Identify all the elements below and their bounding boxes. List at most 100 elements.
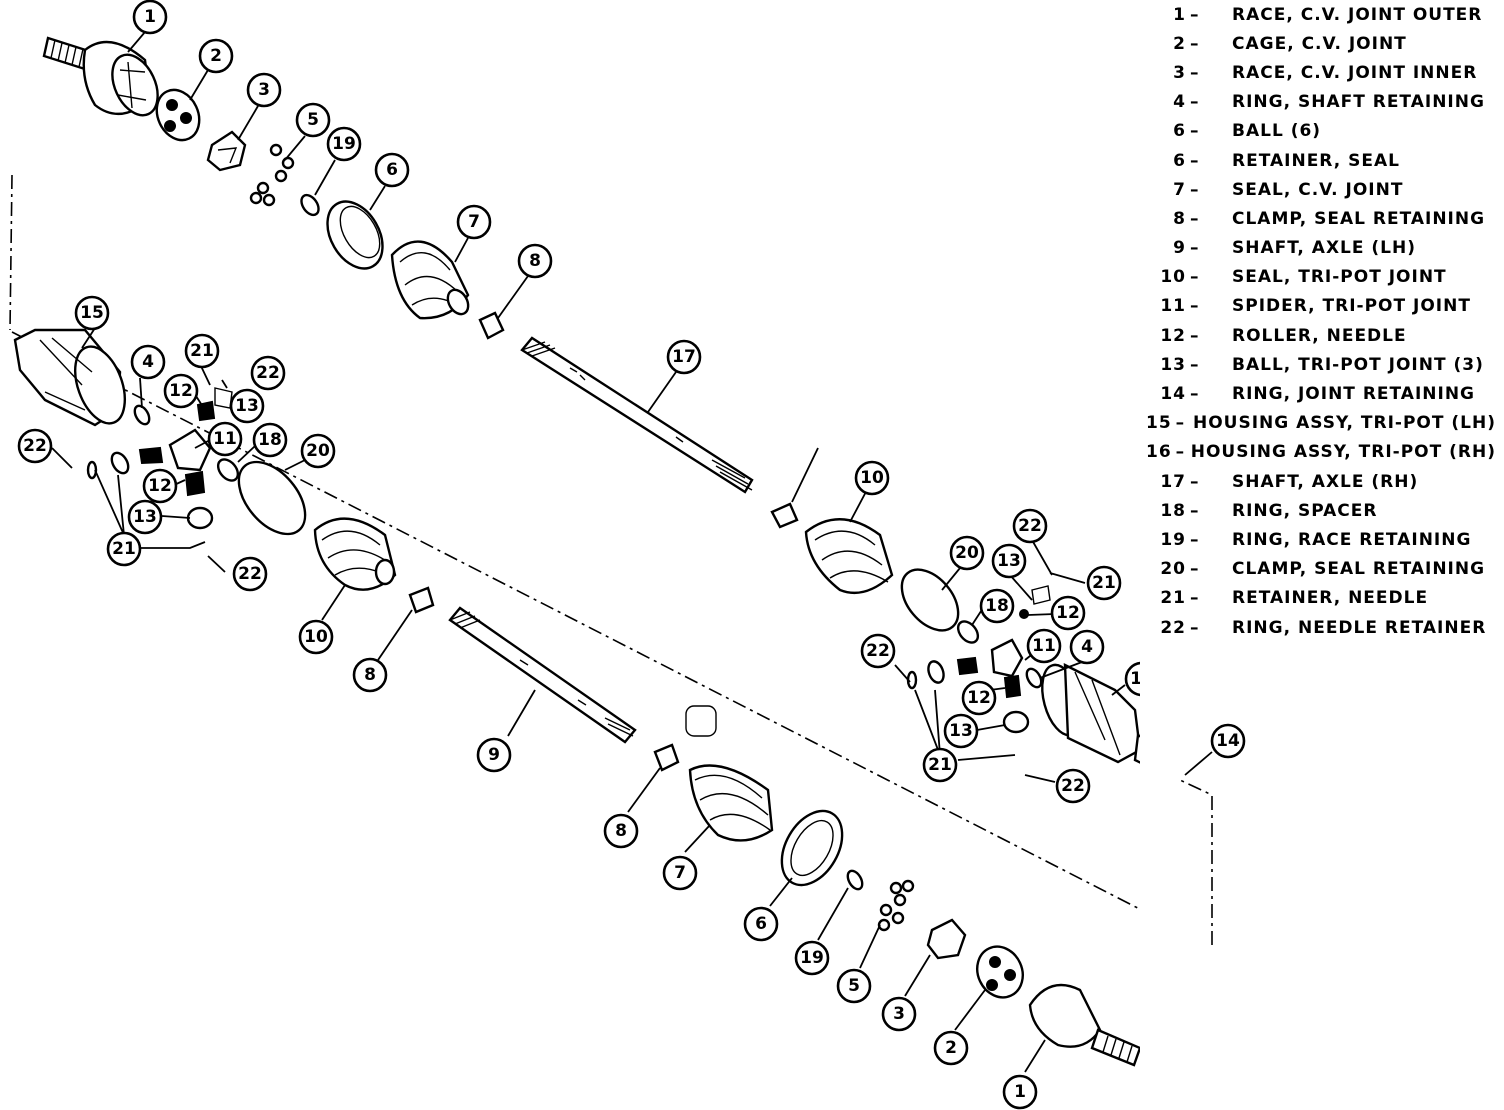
callout-15: 15	[74, 295, 110, 331]
svg-text:4: 4	[142, 352, 154, 372]
callout-20-left: 20	[300, 433, 336, 469]
lh-axle-shaft	[448, 606, 637, 744]
lower-clamp-small	[653, 743, 680, 772]
upper-cage	[155, 88, 201, 142]
callout-4-left: 4	[130, 344, 166, 380]
lh-seal-clamp-ring	[237, 460, 307, 536]
upper-balls	[249, 143, 295, 207]
callout-21-right: 21	[922, 747, 958, 783]
callout-22-right: 22	[860, 633, 896, 669]
callout-22-left-top: 22	[250, 355, 286, 391]
svg-text:13: 13	[997, 551, 1021, 571]
legend-row: 2–CAGE, C.V. JOINT	[1173, 33, 1407, 54]
svg-text:1: 1	[144, 7, 156, 27]
svg-text:21: 21	[1092, 573, 1116, 593]
callout-5-upper: 5	[295, 102, 331, 138]
svg-text:19: 19	[332, 134, 356, 154]
upper-race-retaining-ring	[300, 193, 320, 217]
rh-seal-clamp-ring	[900, 568, 960, 632]
lh-needle-retainer	[110, 451, 130, 475]
legend-row: 21–RETAINER, NEEDLE	[1160, 588, 1429, 609]
callout-19-lower: 19	[794, 940, 830, 976]
svg-text:10: 10	[304, 627, 328, 647]
legend-row: 22–RING, NEEDLE RETAINER	[1160, 617, 1487, 638]
svg-text:5: 5	[307, 110, 319, 130]
svg-text:18: 18	[985, 596, 1009, 616]
svg-text:21: 21	[190, 341, 214, 361]
callout-20-right: 20	[949, 535, 985, 571]
legend-row: 15–HOUSING ASSY, TRI-POT (LH)	[1146, 413, 1496, 434]
legend-row: 4–RING, SHAFT RETAINING	[1173, 92, 1485, 113]
callout-10-left: 10	[298, 619, 334, 655]
lower-cage	[976, 945, 1024, 999]
svg-text:8: 8	[529, 251, 541, 271]
callout-12-right: 12	[961, 680, 997, 716]
legend-row: 11–SPIDER, TRI-POT JOINT	[1160, 296, 1471, 317]
legend-row: 6–RETAINER, SEAL	[1173, 150, 1400, 171]
upper-seal-retainer	[326, 200, 384, 270]
upper-cv-boot	[390, 240, 470, 320]
lh-tripot-seal	[313, 517, 397, 591]
svg-text:3: 3	[893, 1004, 905, 1024]
svg-text:17: 17	[672, 347, 696, 367]
callout-4-right: 4	[1069, 629, 1105, 665]
legend-row: 16–HOUSING ASSY, TRI-POT (RH)	[1146, 442, 1496, 463]
right-overlay: 14	[1179, 723, 1246, 945]
parts-legend: 1–RACE, C.V. JOINT OUTER 2–CAGE, C.V. JO…	[1146, 0, 1496, 642]
callout-1-lower: 1	[1002, 1074, 1038, 1110]
lh-tripot-spider	[138, 387, 233, 530]
callout-16: 16	[1124, 661, 1140, 697]
svg-text:18: 18	[258, 430, 282, 450]
legend-row: 17–SHAFT, AXLE (RH)	[1160, 471, 1419, 492]
callout-3-lower: 3	[881, 996, 917, 1032]
svg-text:16: 16	[1130, 669, 1140, 689]
lower-balls	[877, 879, 915, 932]
svg-text:11: 11	[213, 429, 237, 449]
svg-text:7: 7	[468, 212, 480, 232]
blank-square	[685, 705, 717, 737]
callout-11-right: 11	[1026, 628, 1062, 664]
svg-text:3: 3	[258, 80, 270, 100]
callout-7-upper: 7	[456, 204, 492, 240]
callout-13-right: 13	[943, 713, 979, 749]
svg-text:20: 20	[955, 543, 979, 563]
legend-row: 8–CLAMP, SEAL RETAINING	[1173, 208, 1486, 229]
rh-shaft-retaining-ring	[1025, 667, 1043, 689]
legend-row: 18–RING, SPACER	[1160, 500, 1378, 521]
callout-13-left: 13	[127, 499, 163, 535]
callout-21-right-top: 21	[1086, 565, 1122, 601]
callout-12-right-top: 12	[1050, 595, 1086, 631]
leader-lines	[51, 31, 1126, 1073]
svg-text:20: 20	[306, 441, 330, 461]
callout-6-lower: 6	[743, 906, 779, 942]
rh-spacer-ring	[956, 620, 980, 644]
lower-outer-cv-joint	[1028, 983, 1140, 1067]
legend-row: 9–SHAFT, AXLE (LH)	[1173, 238, 1417, 259]
lh-needle-ring	[86, 460, 98, 480]
exploded-axle-diagram: 1 2 3 5 19 6 7 8 17 15 4 21 22 12 13 22 …	[9, 0, 1140, 1110]
svg-text:12: 12	[148, 476, 172, 496]
svg-text:22: 22	[256, 363, 280, 383]
callout-8-upper: 8	[517, 243, 553, 279]
svg-text:19: 19	[800, 948, 824, 968]
callout-1-upper: 1	[132, 0, 168, 35]
legend-row: 19–RING, RACE RETAINING	[1160, 529, 1472, 550]
svg-text:8: 8	[364, 665, 376, 685]
svg-text:9: 9	[488, 745, 500, 765]
lower-inner-race	[926, 918, 967, 960]
svg-text:11: 11	[1032, 636, 1056, 656]
svg-text:14: 14	[1216, 731, 1240, 751]
callout-13-left-top: 13	[229, 388, 265, 424]
callout-12-left-top: 12	[163, 373, 199, 409]
rh-axle-shaft	[520, 336, 754, 494]
svg-text:10: 10	[860, 468, 884, 488]
svg-text:1: 1	[1014, 1082, 1026, 1102]
legend-row: 1–RACE, C.V. JOINT OUTER	[1173, 4, 1483, 25]
callout-22-right-bottom: 22	[1055, 768, 1091, 804]
svg-text:2: 2	[210, 46, 222, 66]
lower-race-retaining-ring	[846, 869, 864, 891]
callout-10-right: 10	[854, 460, 890, 496]
svg-text:8: 8	[615, 821, 627, 841]
callout-22-left: 22	[17, 428, 53, 464]
legend-row: 12–ROLLER, NEEDLE	[1160, 325, 1407, 346]
